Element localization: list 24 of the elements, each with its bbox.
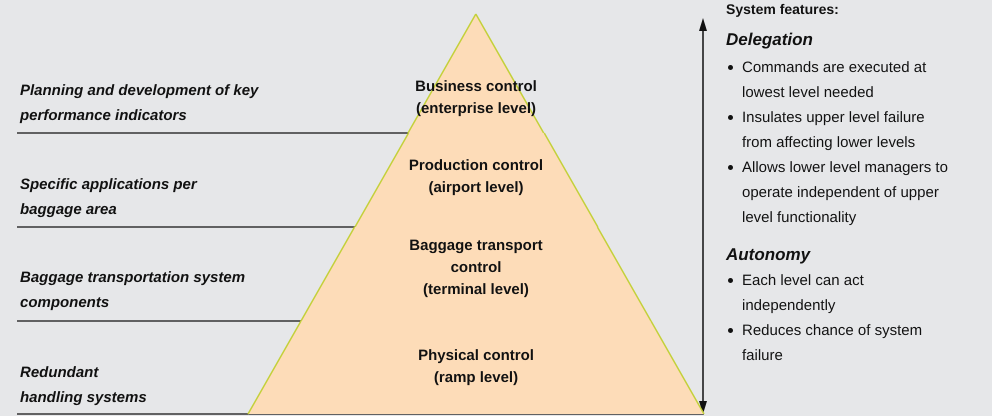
section-heading: Delegation [726,30,813,50]
level-description: Baggage transportation system components [20,268,246,313]
level-subtitle: (terminal level) [423,280,529,300]
level-subtitle: (airport level) [428,178,524,198]
level-description: Specific applications per baggage area [20,175,198,220]
pyramid-level [408,14,544,133]
section-heading: Autonomy [726,245,810,265]
pyramid-level [301,227,651,321]
level-description: Planning and development of key performance indicators [20,81,260,126]
bullet-text: Each level can act independently [742,272,864,314]
bullet-text: Insulates upper level failure from affecting lower levels [742,109,925,151]
features-heading: System features: [726,1,839,17]
level-description: Redundant handling systems [20,363,148,408]
level-title: Baggage transport control [408,236,544,278]
pyramid-level [354,133,598,227]
level-title: Production control [408,156,544,176]
bullet-text: Commands are executed at lowest level needed [742,59,926,101]
bullet-text: Allows lower level managers to operate independent of upper level functionality [742,159,948,226]
level-title: Physical control [418,346,534,366]
pyramid-level [248,321,704,414]
bullet-text: Reduces chance of system failure [742,322,922,364]
level-title: Business control [415,77,537,97]
level-subtitle: (ramp level) [434,368,518,388]
level-subtitle: (enterprise level) [416,99,536,119]
